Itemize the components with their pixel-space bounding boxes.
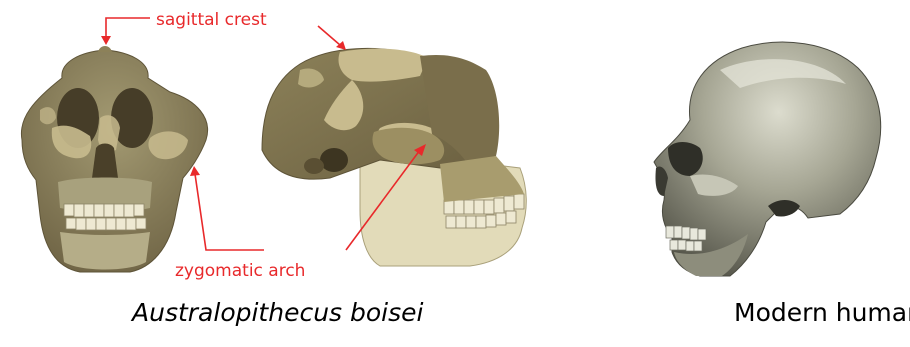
side-maxilla [440,156,524,202]
front-mandible [60,232,150,270]
side-ear-opening [320,148,348,172]
modern-human-caption: Modern human [734,300,894,325]
sagittal-crest-pointer-front [106,18,150,38]
side-light-patch-1 [339,49,429,82]
zygomatic-arch-pointer-front [195,174,264,250]
human-skull-icon [654,42,881,276]
front-upper-teeth [64,204,144,217]
side-mastoid [304,158,324,174]
front-lower-teeth [66,218,146,230]
species-caption: Australopithecus boisei [132,300,422,325]
front-sagittal-crest [98,46,112,52]
fossil-skull-side-icon [262,48,526,266]
fossil-skull-front-icon [21,46,207,272]
sagittal-crest-label: sagittal crest [156,10,267,30]
sagittal-crest-arrowhead-front [101,36,111,45]
sagittal-crest-pointer-side [318,26,340,45]
zygomatic-arch-label: zygomatic arch [175,261,305,281]
